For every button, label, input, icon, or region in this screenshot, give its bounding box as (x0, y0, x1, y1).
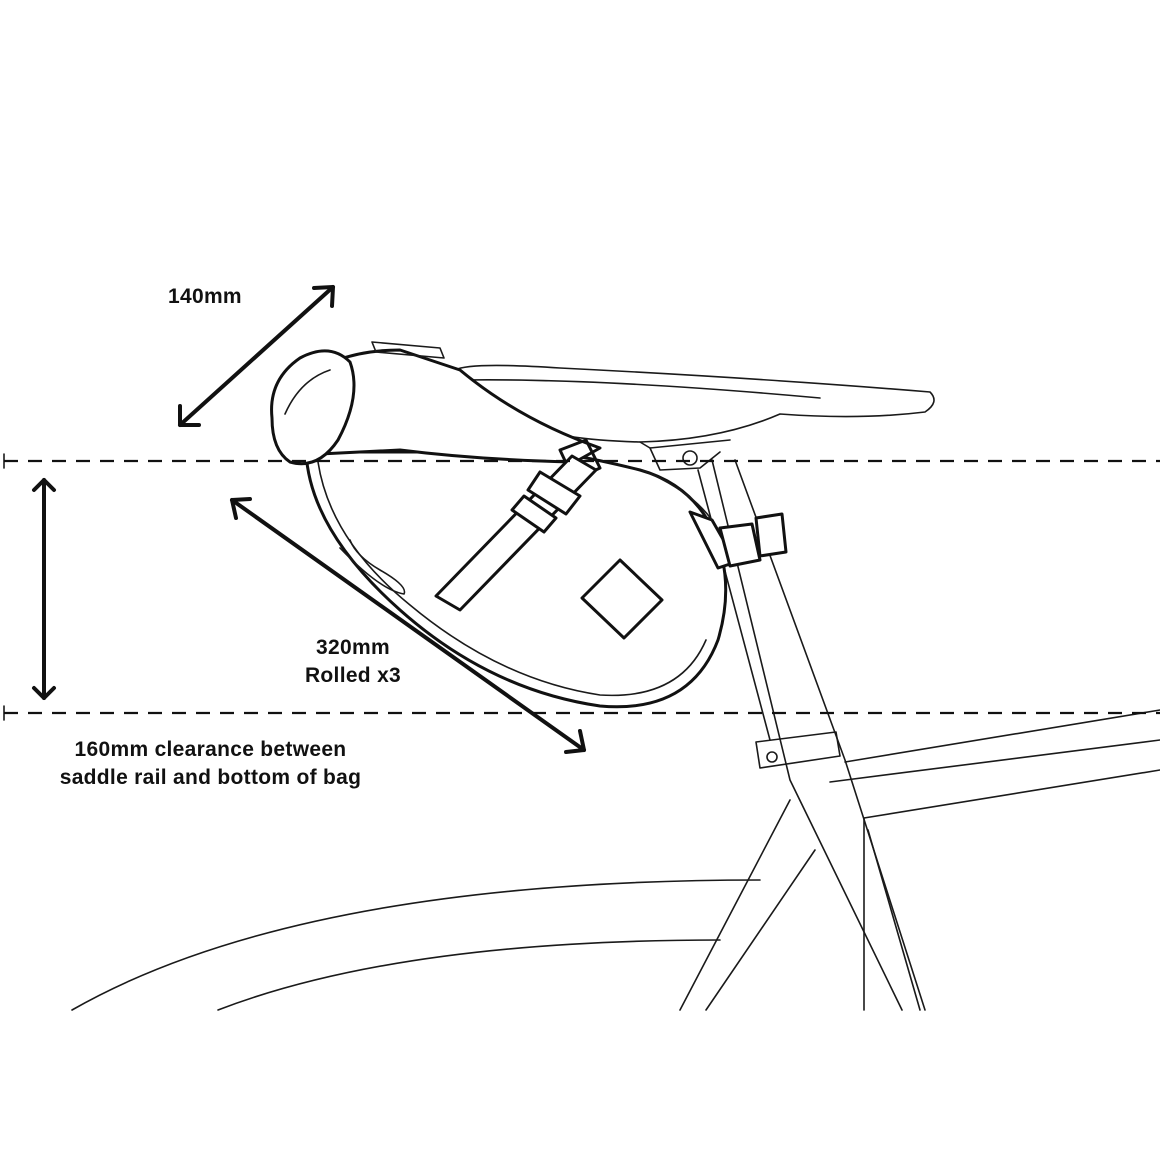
seat-bag-icon (270, 341, 788, 709)
bike-frame-icon (679, 459, 1160, 1011)
length-dimension-label: 320mm Rolled x3 (268, 634, 438, 690)
clearance-text-line1: 160mm clearance between (74, 738, 347, 761)
rolled-note-text: Rolled x3 (304, 664, 402, 687)
width-dimension-label: 140mm (168, 283, 242, 311)
width-dimension-text: 140mm (168, 285, 242, 308)
width-arrow-icon (178, 285, 335, 427)
length-arrow-icon (230, 497, 586, 754)
rear-wheel-icon (71, 879, 761, 1011)
clearance-guide-lines (3, 453, 1160, 721)
clearance-label: 160mm clearance between saddle rail and … (18, 736, 403, 792)
clearance-text-line2: saddle rail and bottom of bag (59, 766, 362, 789)
clearance-arrow-icon (32, 478, 56, 700)
length-dimension-text: 320mm (316, 636, 390, 659)
